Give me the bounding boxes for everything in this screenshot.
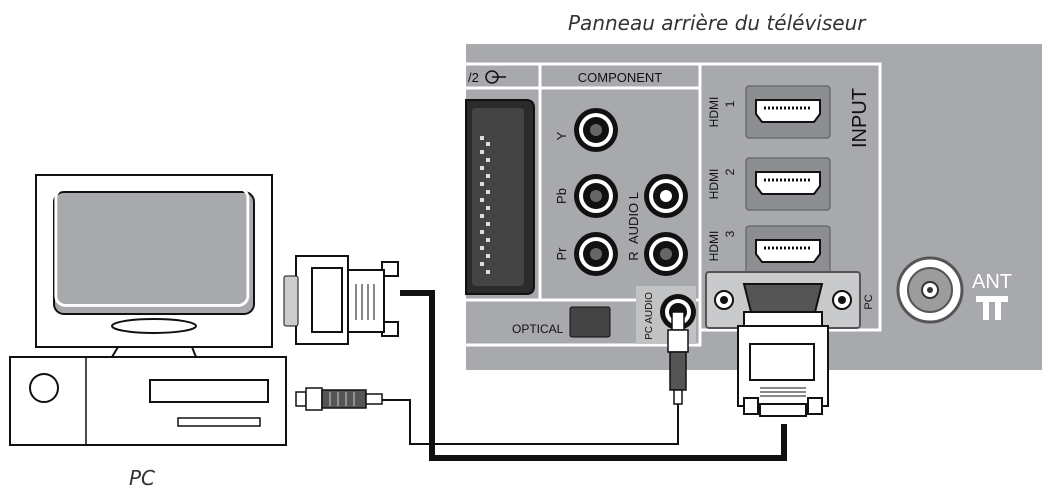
pc-caption: PC: [129, 466, 155, 490]
component-header: COMPONENT: [578, 70, 663, 85]
label-audio-l: AUDIO L: [626, 192, 641, 244]
audio-r-jack: [644, 232, 688, 276]
hdmi-2-label: HDMI: [707, 169, 721, 200]
tv-back-panel-caption: Panneau arrière du téléviseur: [568, 11, 867, 35]
component-pb-jack: [574, 174, 618, 218]
hdmi-1-number: 1: [723, 100, 737, 107]
hdmi-1-label: HDMI: [707, 97, 721, 128]
audio-cable: [380, 399, 679, 445]
hdmi-3-label: HDMI: [707, 231, 721, 262]
input-label: INPUT: [849, 88, 871, 148]
pc-tower: [9, 356, 287, 446]
hdmi-2-number: 2: [723, 168, 737, 175]
antenna-jack: [896, 256, 964, 324]
optical-label: OPTICAL: [512, 322, 564, 336]
label-pr: Pr: [554, 247, 569, 261]
pc-monitor: [35, 174, 273, 358]
ant-label: ANT: [972, 271, 1012, 293]
tv-vga-plug: [737, 311, 829, 417]
pc-vga-plug: [283, 255, 399, 345]
pc-port-label: PC: [863, 294, 875, 309]
optical-port: [569, 306, 611, 338]
pc-audio-label: PC AUDIO: [644, 292, 655, 340]
component-y-jack: [574, 108, 618, 152]
label-y: Y: [554, 131, 569, 140]
label-audio-r: R: [626, 251, 641, 260]
tv-back-panel: /2 COMPONENT: [465, 44, 1042, 370]
antenna-icon: [976, 296, 1008, 320]
hdmi-3-number: 3: [723, 230, 737, 237]
av-input-label: /2: [468, 70, 479, 85]
scart-pins: [480, 136, 490, 274]
hdmi-port-3: [745, 225, 831, 279]
tv-audio-plug: [667, 311, 689, 405]
audio-l-jack: [644, 174, 688, 218]
component-pr-jack: [574, 232, 618, 276]
vga-cable: [400, 290, 787, 461]
scart-connector: [465, 99, 535, 295]
hdmi-port-2: [745, 157, 831, 211]
pc-audio-plug: [295, 387, 383, 411]
av-input-icon: [485, 70, 506, 84]
hdmi-port-1: [745, 85, 831, 139]
label-pb: Pb: [554, 188, 569, 204]
